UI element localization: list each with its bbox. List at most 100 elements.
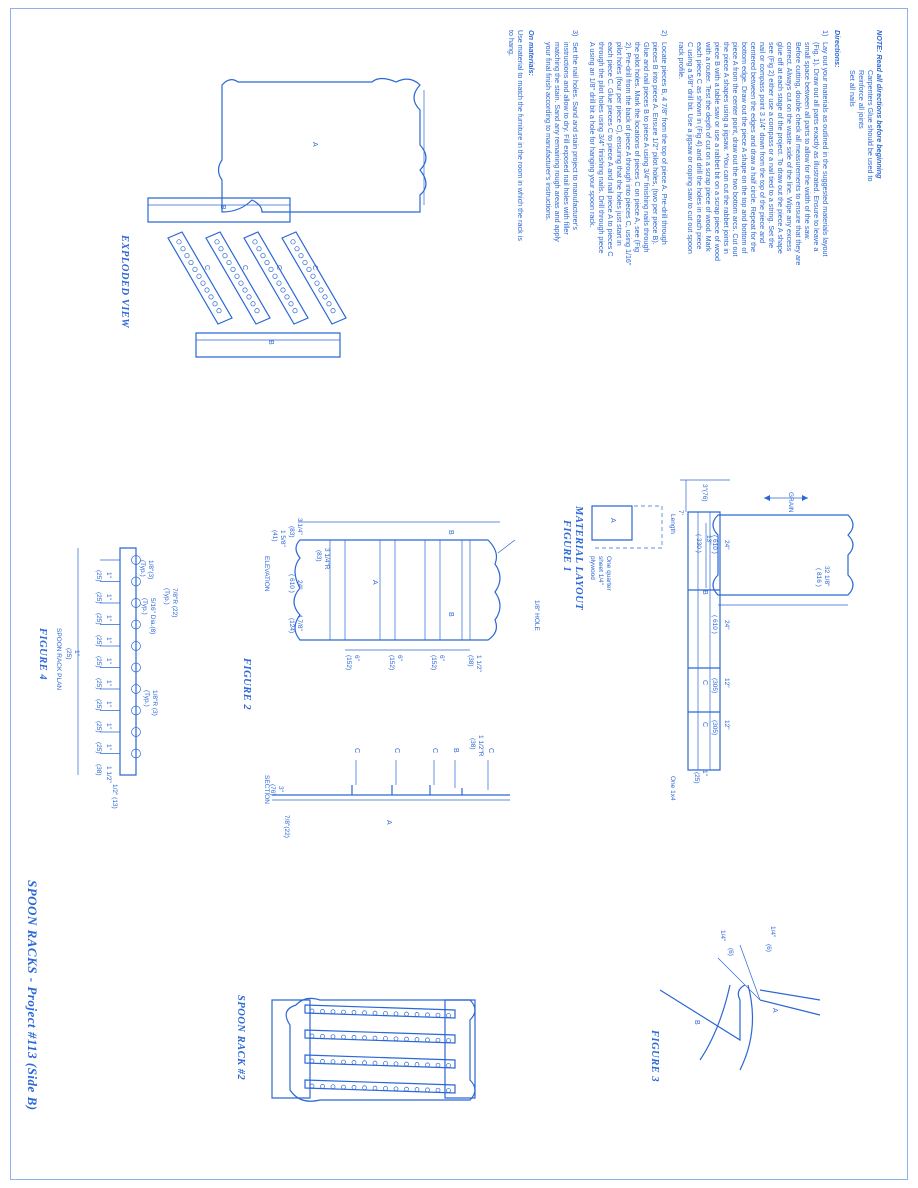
exploded-c-notch	[318, 287, 324, 293]
fig2-d-1-5-8: 1 5/8"	[279, 530, 286, 547]
fig4-d-1-8: 1/8"(3)	[147, 560, 154, 580]
rack2-notch	[383, 1036, 388, 1041]
fig2-d-610: ( 610 )	[288, 574, 295, 593]
fig2-slats	[329, 540, 471, 640]
rack2-notch	[435, 1012, 441, 1018]
fig1-dim-1: 1"	[701, 770, 708, 776]
fig4-slot	[131, 555, 141, 565]
fig2-section-c: C	[393, 748, 400, 754]
fig4-spacing: 1"	[105, 593, 112, 600]
rack2-notch	[404, 1011, 409, 1017]
exploded-label-b2: B	[267, 340, 274, 345]
fig1-piece-a-profile	[712, 514, 854, 596]
fig1-dim-305b: (305)	[711, 720, 718, 736]
exploded-label-b: B	[219, 205, 226, 210]
exploded-c-notch	[176, 239, 182, 245]
fig4-spacing-mm: (25)	[95, 699, 102, 711]
rack2-slat	[304, 1054, 456, 1069]
fig3-d1: 1/4"	[719, 930, 726, 942]
fig4-plan: SPOON RACK PLAN	[55, 628, 62, 691]
fig1-dim-330: ( 330 )	[695, 534, 702, 553]
fig3-label-a: A	[771, 1008, 778, 1013]
exploded-piece-c	[281, 231, 347, 325]
fig1-dim-305a: (305)	[711, 678, 718, 694]
exploded-c-notch	[188, 259, 194, 266]
exploded-c-notch	[196, 273, 202, 279]
rack2-notch	[446, 1088, 451, 1093]
exploded-c-notch	[268, 266, 274, 272]
rack2-notch	[435, 1037, 441, 1043]
rack2-notch	[309, 1008, 315, 1014]
fig2-d-152c: (152)	[430, 655, 437, 671]
fig2-elevation-outline	[293, 539, 501, 641]
exploded-c-notch	[288, 301, 294, 307]
fig4-d-5-16: 5/16" Dia.(8)	[149, 598, 156, 635]
fig1-dim-3: 3"(76)	[701, 484, 708, 502]
fig1-label-c: C	[701, 680, 708, 686]
rack2-notch	[372, 1085, 378, 1091]
fig1-dim-816: ( 816 )	[815, 568, 822, 587]
rack2-notch	[446, 1038, 451, 1043]
exploded-piece-a	[217, 77, 427, 213]
rack2-notch	[435, 1087, 441, 1093]
fig4-d-half-13: 1/2" (13)	[111, 784, 118, 809]
rack2-notch	[351, 1060, 357, 1065]
exploded-c-notch	[330, 308, 336, 314]
rack2-notch	[341, 1009, 346, 1015]
fig3-piece-b	[659, 984, 746, 1042]
rack2-notch	[351, 1035, 357, 1040]
fig2-d-1-1-2r: 1 1/2"R	[477, 735, 484, 757]
fig4-slot	[131, 748, 141, 759]
fig3-piece-a	[759, 989, 821, 1016]
fig1-board-inner	[697, 512, 711, 770]
exploded-label-c: C	[241, 265, 248, 271]
exploded-c-notch	[234, 273, 240, 279]
rack2-notch	[372, 1035, 378, 1041]
fig4-slot	[131, 705, 141, 716]
fig2-d-3-1-4: 3 1/4"	[296, 518, 303, 535]
fig2-section-b: B	[452, 748, 459, 753]
fig2-d-3-1-4r: 3 1/4"R	[323, 548, 330, 570]
fig4-spacing: 1"	[105, 679, 112, 686]
fig1-plywood-sheet	[592, 505, 663, 549]
exploded-c-notch	[292, 308, 298, 314]
rack2-slats	[304, 1004, 456, 1094]
fig2-section-c: C	[487, 748, 494, 754]
exploded-c-notch	[222, 253, 228, 259]
fig2-d-41: (41)	[271, 530, 278, 542]
fig2-d-124: (124)	[288, 618, 295, 634]
exploded-c-notch	[272, 273, 278, 279]
fig3-title: FIGURE 3	[649, 1030, 660, 1083]
exploded-c-notch	[226, 259, 232, 266]
fig2-d-152b: (152)	[388, 655, 395, 671]
rack2-notch	[425, 1037, 430, 1043]
exploded-c-notch	[212, 301, 218, 307]
rack2-notch	[372, 1010, 378, 1016]
fig1-1x4: One 1x4	[669, 776, 676, 801]
fig4-spacing-mm: (25)	[95, 591, 102, 604]
rack2-notch	[393, 1061, 399, 1067]
exploded-label-a: A	[311, 142, 318, 147]
fig2-section-c: C	[353, 748, 360, 754]
fig1-label-b: B	[701, 590, 708, 595]
exploded-c-notch	[322, 294, 328, 300]
fig4-spacing: 1"	[105, 615, 112, 621]
rack2-notch	[414, 1012, 420, 1017]
exploded-c-notch	[302, 259, 308, 266]
exploded-c-notch	[264, 259, 270, 266]
rack2-slat	[304, 1004, 456, 1019]
rack2-notch	[330, 1009, 336, 1015]
rack2-ledge-bottom	[444, 999, 476, 1099]
fig1-dim-12a: 12"	[723, 678, 730, 688]
fig2-hole-leader	[497, 539, 516, 554]
fig4-slot	[131, 576, 141, 587]
exploded-c-notch	[238, 280, 244, 286]
fig3-leaders	[717, 944, 761, 1001]
fig3-d2: (6)	[727, 948, 734, 956]
fig2-section-c: C	[431, 748, 438, 754]
fig4-spacing-mm: (25)	[95, 677, 102, 690]
exploded-c-notch	[252, 239, 258, 245]
fig3-curve	[699, 984, 754, 1071]
rack2-notch	[309, 1058, 315, 1064]
